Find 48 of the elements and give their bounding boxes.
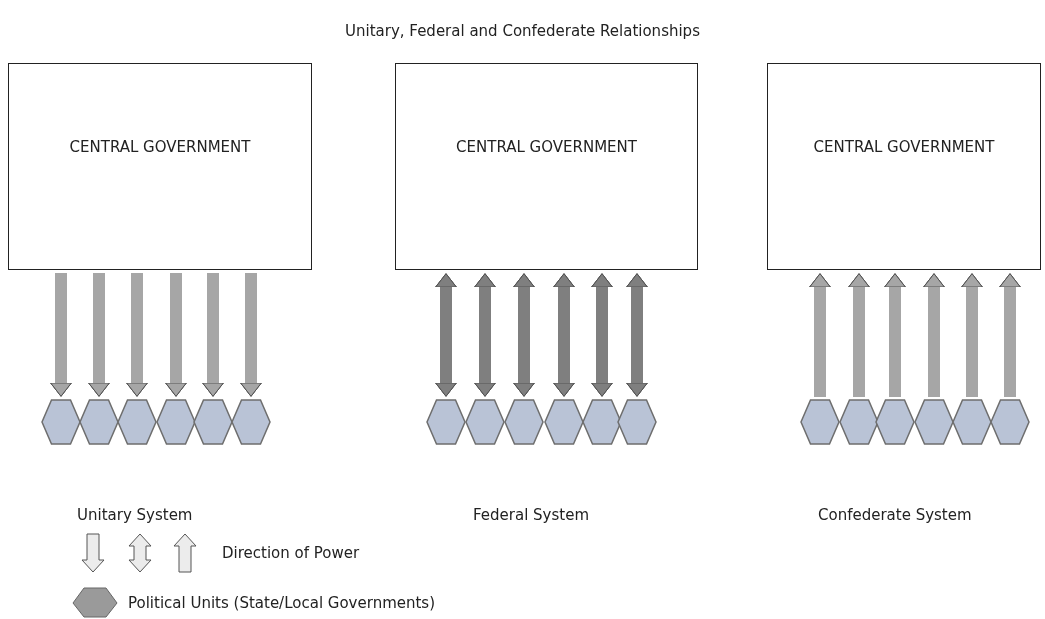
government-box (395, 63, 698, 270)
hexagon-shape (232, 400, 270, 444)
hexagon-shape (801, 400, 839, 444)
government-box (767, 63, 1041, 270)
hexagon-shape (545, 400, 583, 444)
block-arrow (50, 273, 72, 397)
block-arrow (474, 273, 496, 397)
hexagon-shape (583, 400, 621, 444)
hexagon-shape (157, 400, 195, 444)
hexagon-shape (876, 400, 914, 444)
block-arrow (848, 273, 870, 397)
system-label: Unitary System (77, 506, 193, 524)
block-arrow (202, 273, 224, 397)
hexagon-shape (427, 400, 465, 444)
hexagon-shape (118, 400, 156, 444)
hexagon-shape (194, 400, 232, 444)
block-arrow (591, 273, 613, 397)
hexagon-shape (466, 400, 504, 444)
block-arrow (513, 273, 535, 397)
block-arrow (435, 273, 457, 397)
block-arrow (923, 273, 945, 397)
block-arrow (88, 273, 110, 397)
title: Unitary, Federal and Confederate Relationships (345, 22, 700, 40)
block-arrow (626, 273, 648, 397)
hexagon-shape (42, 400, 80, 444)
block-arrow (809, 273, 831, 397)
hexagon-shape (618, 400, 656, 444)
government-box (8, 63, 312, 270)
legend-label: Direction of Power (222, 544, 360, 562)
block-arrow (553, 273, 575, 397)
block-arrow (240, 273, 262, 397)
legend-label: Political Units (State/Local Governments) (128, 594, 436, 612)
block-arrow (961, 273, 983, 397)
hexagon-shape (80, 400, 118, 444)
system-label: Confederate System (818, 506, 972, 524)
hexagon-shape (840, 400, 878, 444)
hexagon-shape (505, 400, 543, 444)
hexagon-shape (953, 400, 991, 444)
hexagon-shape (991, 400, 1029, 444)
box-label: CENTRAL GOVERNMENT (813, 136, 995, 158)
hexagon-shape (915, 400, 953, 444)
box-label: CENTRAL GOVERNMENT (69, 136, 251, 158)
block-arrow (999, 273, 1021, 397)
box-label: CENTRAL GOVERNMENT (456, 136, 637, 158)
block-arrow (884, 273, 906, 397)
block-arrow (126, 273, 148, 397)
block-arrow (165, 273, 187, 397)
system-label: Federal System (473, 506, 589, 524)
